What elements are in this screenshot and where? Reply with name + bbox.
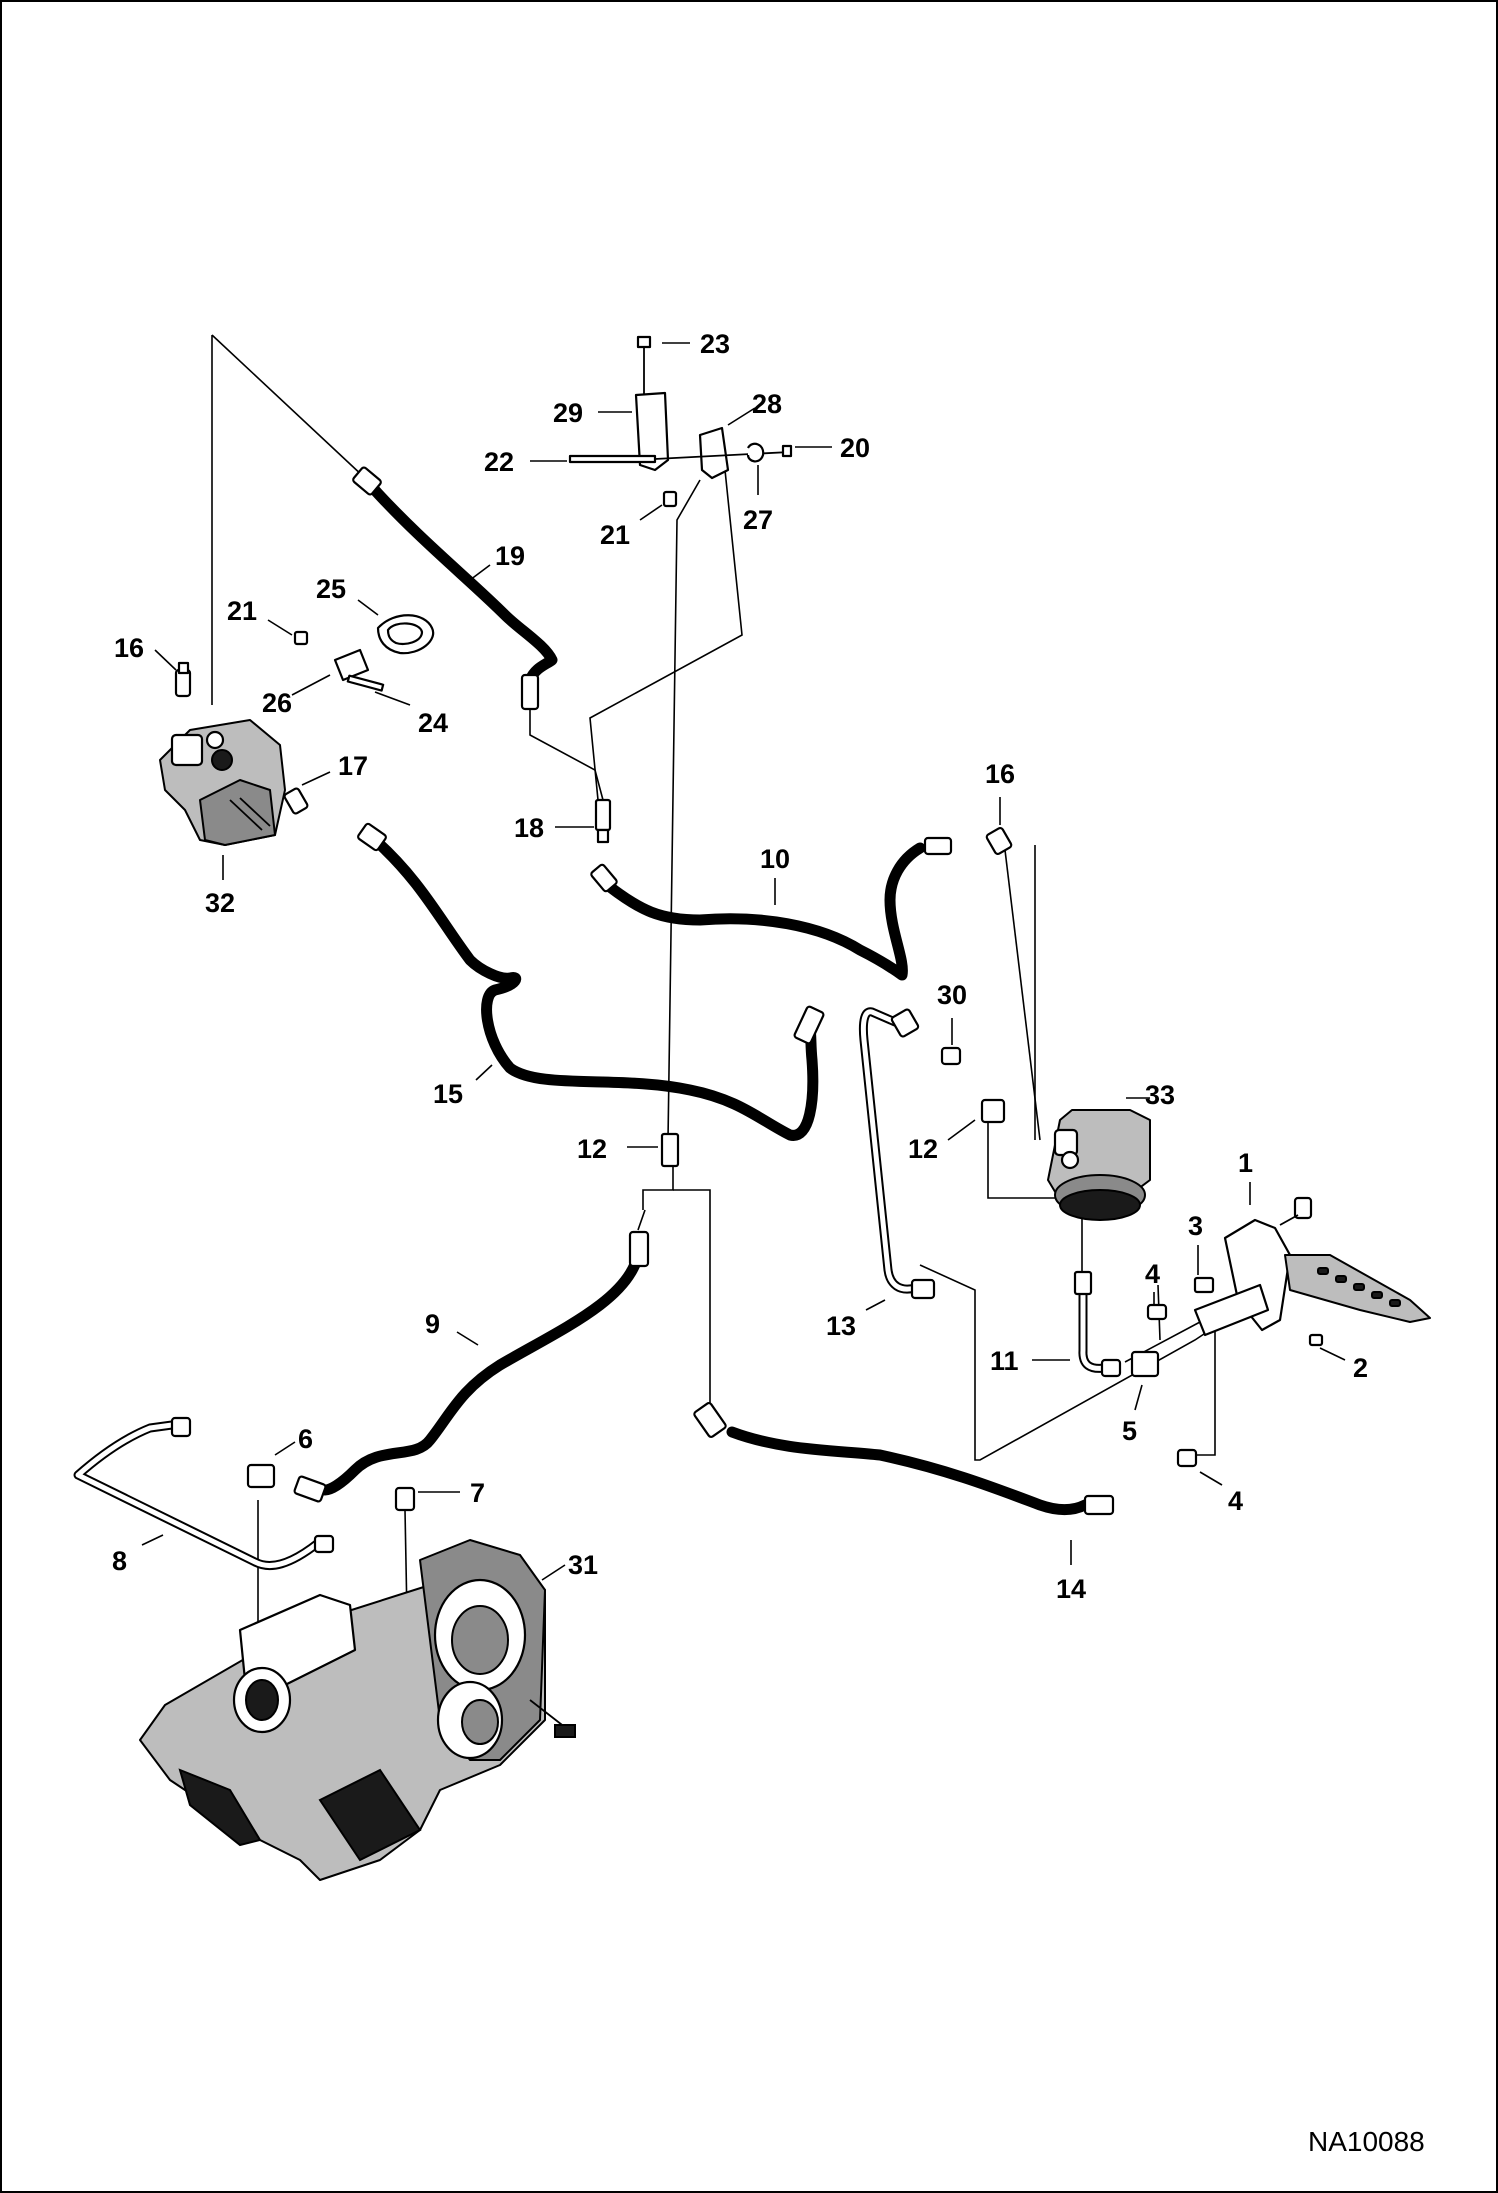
callout-9: 9 (425, 1309, 440, 1339)
fitting-4-lower (1176, 1448, 1198, 1468)
assembly-line (637, 1209, 646, 1231)
assembly-line (919, 1264, 1211, 1461)
callout-10: 10 (760, 844, 790, 874)
callout-labels: 23 29 28 22 20 27 21 19 21 25 16 26 24 1… (112, 329, 1368, 1604)
callout-23: 23 (700, 329, 730, 359)
callout-4-upper: 4 (1145, 1259, 1160, 1289)
callout-17: 17 (338, 751, 368, 781)
bracket-28 (698, 426, 730, 480)
callout-leaders (141, 342, 1346, 1581)
callout-6: 6 (298, 1424, 313, 1454)
callout-8: 8 (112, 1546, 127, 1576)
nut-21-top (662, 490, 678, 508)
callout-29: 29 (553, 398, 583, 428)
callout-21-top: 21 (600, 520, 630, 550)
callout-25: 25 (316, 574, 346, 604)
callout-28: 28 (752, 389, 782, 419)
callout-26: 26 (262, 688, 292, 718)
callout-5: 5 (1122, 1416, 1137, 1446)
callout-31: 31 (568, 1550, 598, 1580)
hose-9 (319, 1249, 644, 1496)
clamp-assembly (293, 614, 435, 692)
assembly-line (1004, 849, 1041, 1141)
motor-33 (1047, 1109, 1151, 1221)
callout-2: 2 (1353, 1353, 1368, 1383)
fitting-12-right (980, 1098, 1006, 1124)
callout-14: 14 (1056, 1574, 1086, 1604)
bolt-2 (1308, 1333, 1324, 1347)
callout-32: 32 (205, 888, 235, 918)
callout-12-center: 12 (577, 1134, 607, 1164)
assembly-line (529, 690, 604, 801)
bolt-22 (568, 454, 657, 464)
assembly-line (589, 469, 743, 801)
tube-11 (1078, 1285, 1110, 1373)
steel-tubes (73, 1007, 1110, 1571)
fitting-7 (394, 1486, 416, 1512)
hose-bracket-assembly (568, 335, 793, 508)
fitting-6 (246, 1463, 276, 1489)
fitting-16-right (985, 826, 1013, 856)
hose-19 (366, 481, 558, 686)
fittings (170, 466, 1198, 1554)
axle-assembly-31 (139, 1539, 576, 1881)
nut-21-left (293, 630, 309, 646)
callout-11: 11 (990, 1346, 1019, 1376)
callout-7: 7 (470, 1478, 485, 1508)
clip-27 (746, 442, 765, 463)
callout-30: 30 (937, 980, 967, 1010)
callout-16-left: 16 (114, 633, 144, 663)
assembly-line (987, 1110, 1083, 1290)
callout-19: 19 (495, 541, 525, 571)
fitting-5 (1130, 1350, 1160, 1378)
callout-33: 33 (1145, 1080, 1175, 1110)
callout-21-left: 21 (227, 596, 257, 626)
callout-15: 15 (433, 1079, 463, 1109)
callout-18: 18 (514, 813, 544, 843)
fitting-17 (283, 787, 309, 815)
callout-22: 22 (484, 447, 514, 477)
bolt-3 (1193, 1276, 1215, 1294)
hose-14 (726, 1426, 1091, 1515)
valve-32 (159, 719, 286, 846)
fitting-30 (940, 1046, 962, 1066)
assembly-line (673, 1189, 716, 1421)
callout-3: 3 (1188, 1211, 1203, 1241)
assembly-line (211, 334, 366, 479)
callout-12-right: 12 (908, 1134, 938, 1164)
callout-16-right: 16 (985, 759, 1015, 789)
assembly-line (667, 479, 701, 1141)
callout-13: 13 (826, 1311, 856, 1341)
callout-20: 20 (840, 433, 870, 463)
bracket-29 (634, 391, 670, 472)
fitting-4-upper (1146, 1303, 1168, 1321)
figure-code: NA10088 (1308, 2126, 1425, 2157)
hose-19-end-fitting (352, 466, 382, 496)
valve-block-pedal (1193, 1283, 1270, 1337)
plate-26 (333, 648, 370, 682)
fitting-18 (594, 798, 612, 832)
clamp-25 (376, 614, 435, 655)
hose-19-lower-fitting (520, 673, 540, 711)
callout-1: 1 (1238, 1148, 1253, 1178)
callout-4-lower: 4 (1228, 1486, 1243, 1516)
callout-24: 24 (418, 708, 448, 738)
bolt-23 (636, 335, 652, 349)
hose-10-end-fitting (923, 836, 953, 856)
hose-10 (604, 842, 926, 981)
bolt-24 (346, 674, 385, 692)
assembly-line (1190, 1330, 1216, 1456)
fitting-12-center (660, 1132, 680, 1168)
callout-27: 27 (743, 505, 773, 535)
hose-15-end-fitting (357, 822, 387, 852)
nut-20 (781, 444, 793, 458)
pedal-1 (1193, 1196, 1431, 1347)
hose-15 (369, 834, 819, 1141)
hoses (319, 481, 1091, 1515)
